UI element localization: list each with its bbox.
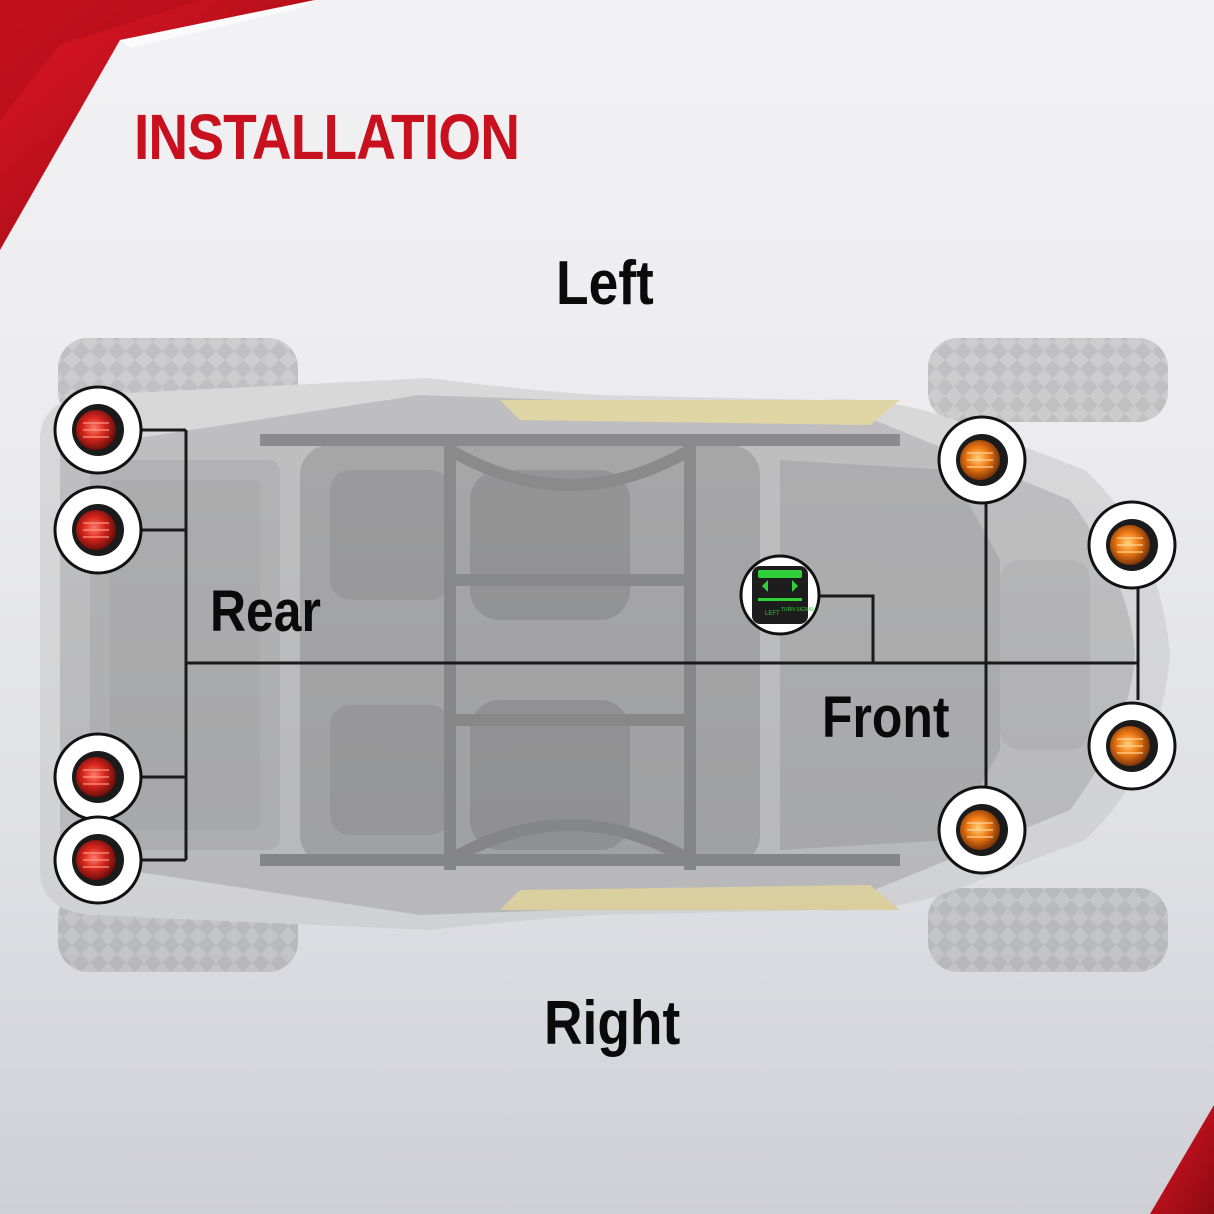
corner-decor-bottom-right xyxy=(1150,1105,1214,1214)
front-light-right-inner xyxy=(1087,701,1177,791)
label-front: Front xyxy=(822,685,950,750)
switch-label-left: LEFT xyxy=(765,611,780,617)
front-light-right-outer xyxy=(937,785,1027,875)
label-right: Right xyxy=(544,989,681,1058)
front-light-left-inner xyxy=(1087,500,1177,590)
label-rear: Rear xyxy=(210,579,321,644)
front-light-left-outer xyxy=(937,415,1027,505)
label-left: Left xyxy=(556,249,654,318)
turn-signal-switch-icon: LEFT TURN SIGNAL xyxy=(739,554,821,636)
rear-light-bottom-2 xyxy=(53,815,143,905)
page-title: INSTALLATION xyxy=(134,101,520,173)
rear-light-bottom-1 xyxy=(53,732,143,822)
switch-label-turn: TURN SIGNAL xyxy=(781,607,815,613)
rear-light-top-2 xyxy=(53,485,143,575)
corner-decor-top-left xyxy=(0,0,315,250)
rear-light-top-1 xyxy=(53,385,143,475)
vehicle-top-view xyxy=(40,338,1170,972)
wiring-lines xyxy=(140,428,1140,862)
